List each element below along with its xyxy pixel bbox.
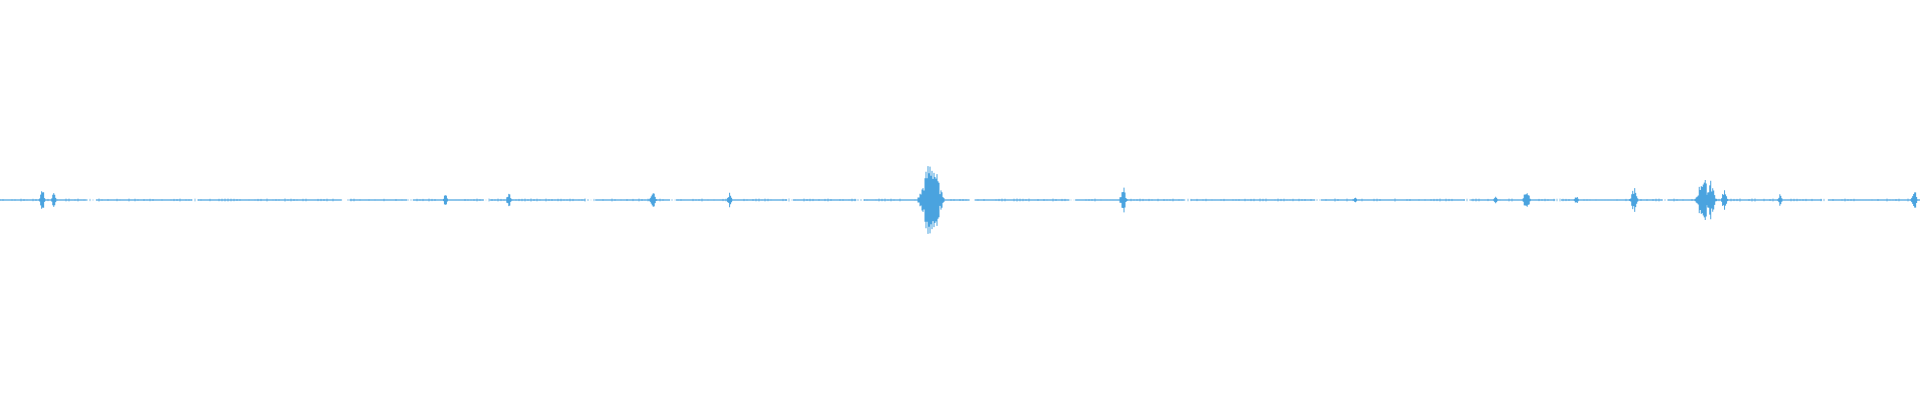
- waveform-gap: [483, 198, 490, 202]
- waveform-gap: [787, 198, 793, 202]
- waveform-gap: [86, 198, 96, 202]
- waveform-peak: [648, 193, 657, 207]
- waveform-peak: [1629, 188, 1639, 212]
- waveform-peak: [1118, 187, 1128, 213]
- waveform-gap: [1822, 198, 1828, 202]
- waveform-gap: [856, 198, 864, 202]
- waveform-peak: [1704, 180, 1718, 220]
- waveform-peak: [1776, 194, 1784, 206]
- waveform-gap: [1184, 198, 1191, 202]
- waveform-peak: [1910, 192, 1919, 208]
- waveform-peak: [505, 193, 513, 207]
- waveform-peak: [1492, 196, 1500, 204]
- waveform-gap: [585, 198, 596, 202]
- waveform-gap: [341, 198, 350, 202]
- waveform-gap: [407, 198, 413, 202]
- waveform-peak: [1352, 197, 1360, 203]
- waveform-peak: [1720, 190, 1729, 210]
- waveform-gap: [1662, 198, 1669, 202]
- waveform-peak: [1521, 193, 1531, 207]
- waveform-gap: [1555, 198, 1561, 202]
- waveform-peak: [50, 193, 58, 207]
- waveform-peak: [726, 192, 734, 208]
- waveform-peak: [1572, 197, 1580, 203]
- waveform-gap: [1069, 198, 1076, 202]
- waveform-peak: [441, 195, 449, 205]
- waveform-gap: [670, 198, 676, 202]
- waveform-gap: [1315, 198, 1321, 202]
- waveform-peak: [38, 191, 47, 209]
- waveform-gap: [1464, 198, 1471, 202]
- waveform-peak: [917, 166, 945, 234]
- waveform-gap: [969, 198, 976, 202]
